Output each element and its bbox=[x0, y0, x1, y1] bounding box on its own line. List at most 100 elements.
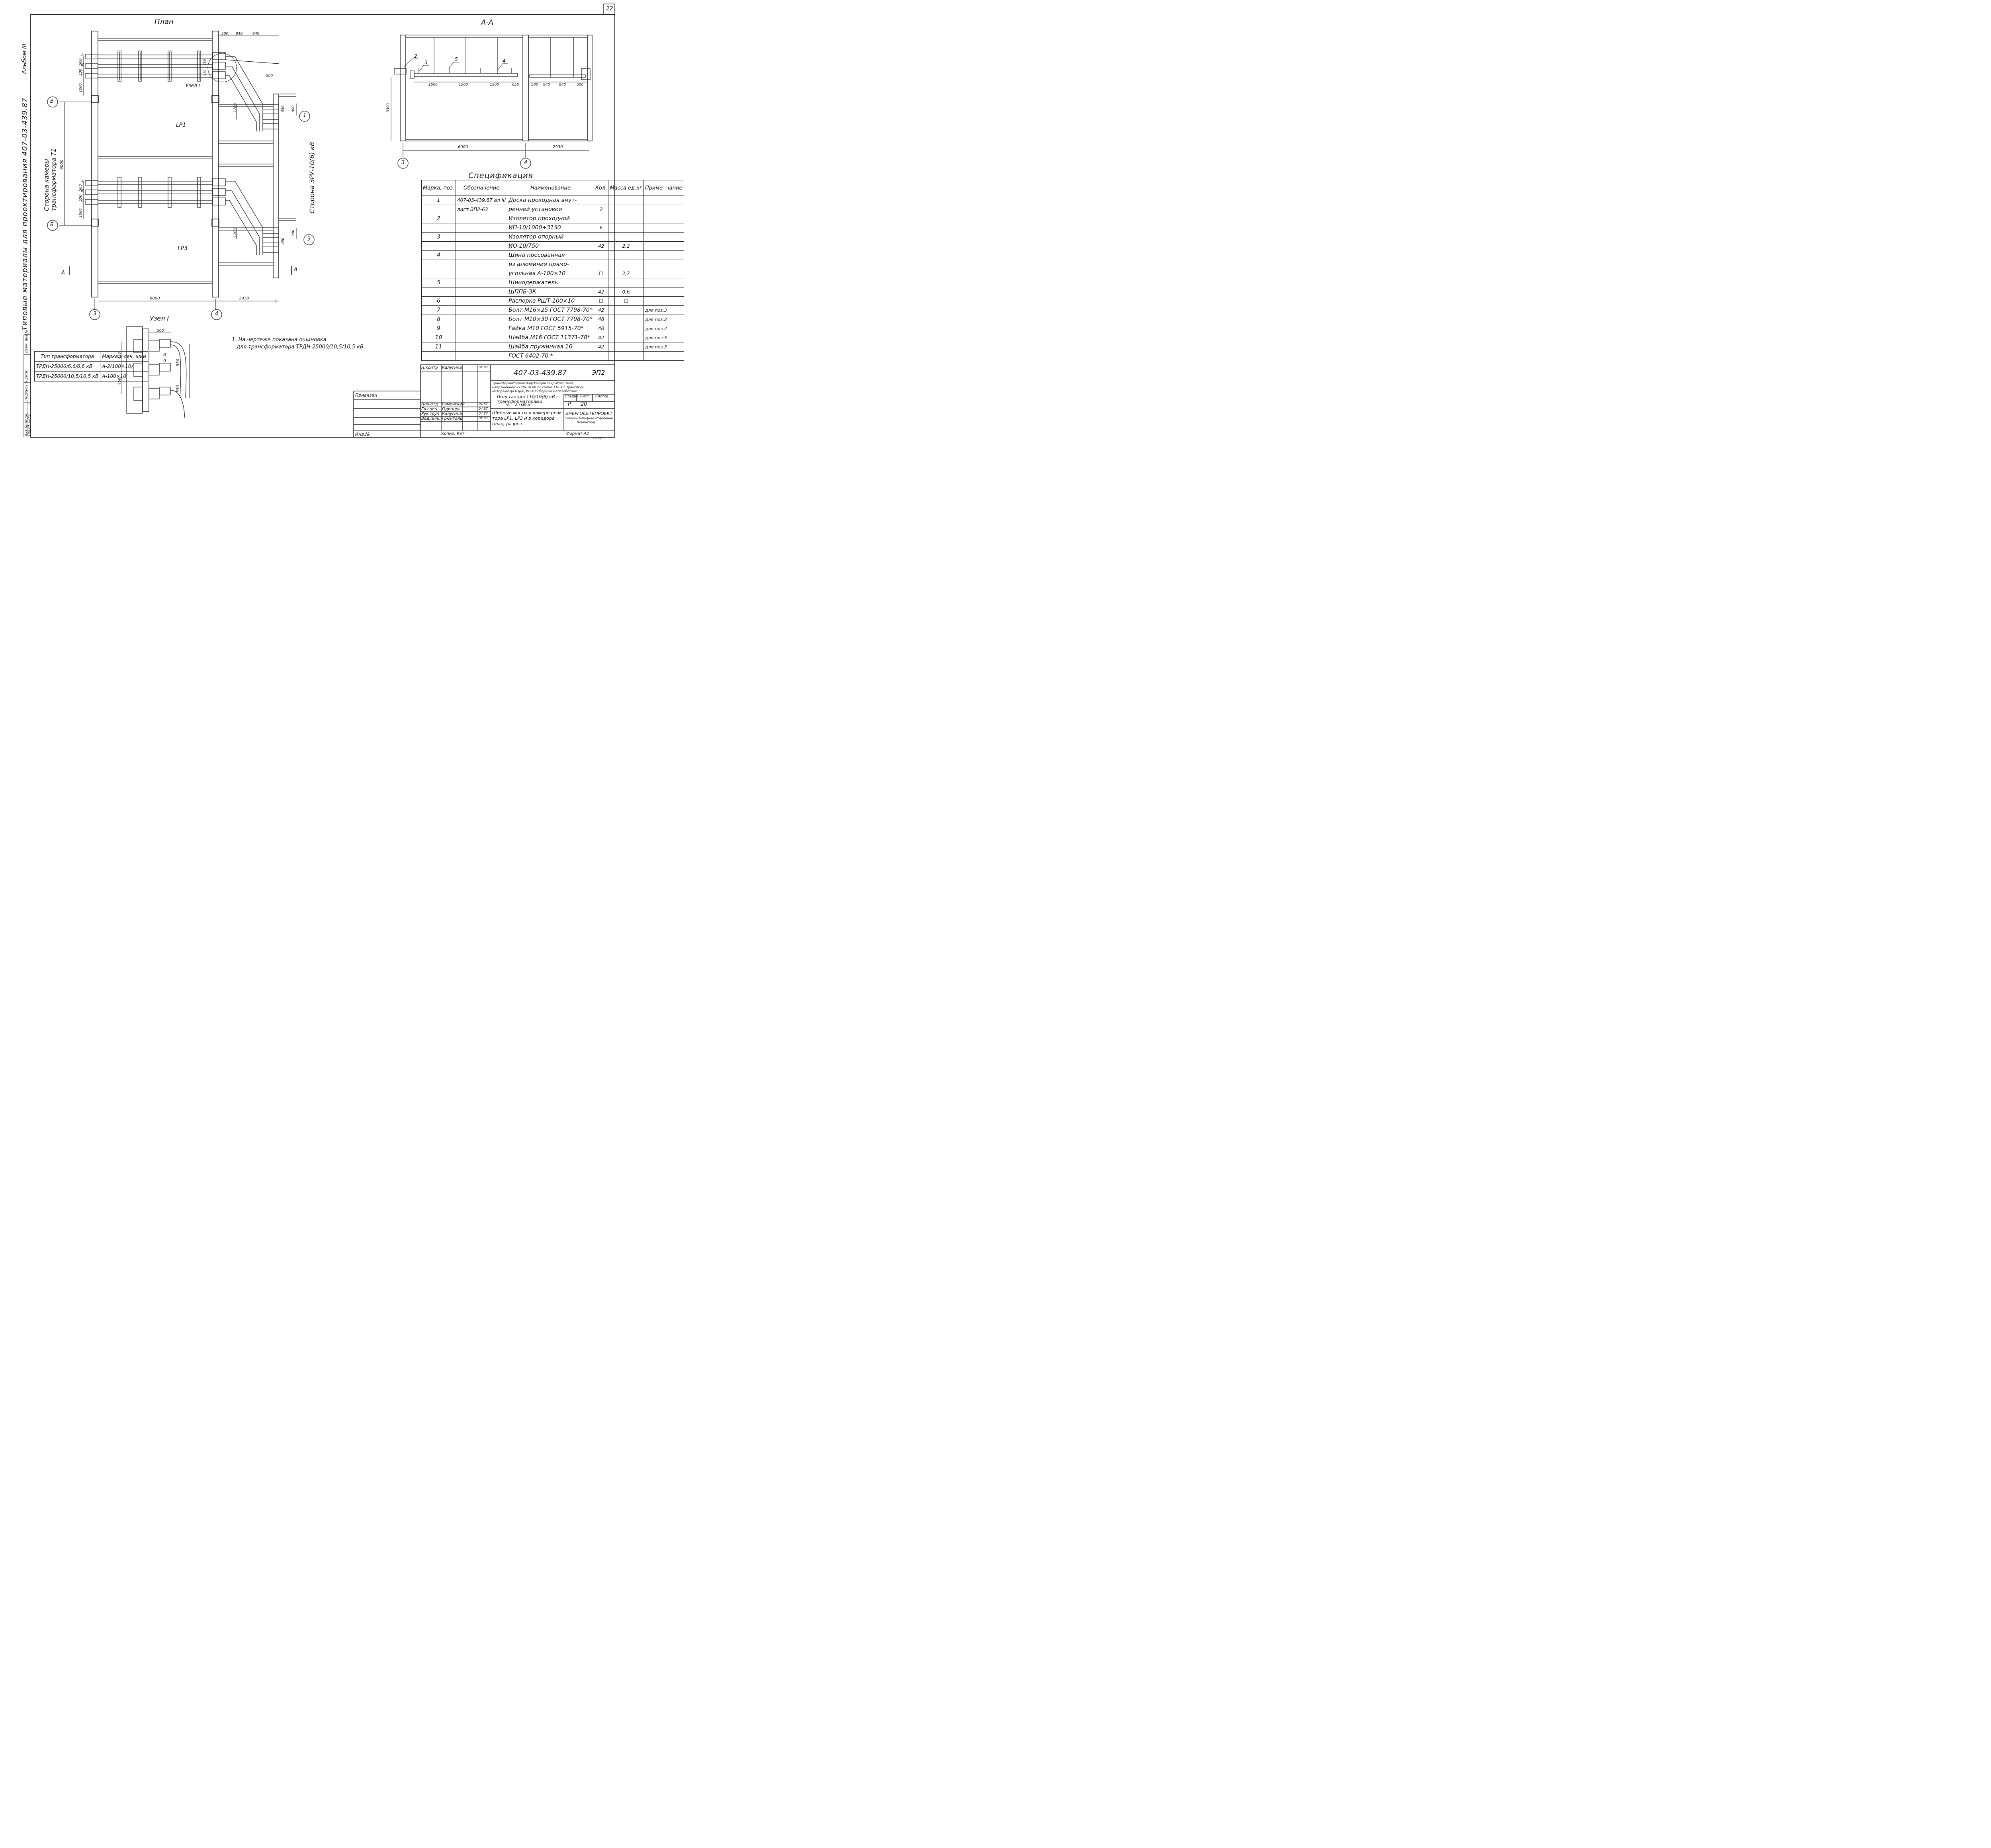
dim-node-550a: 550 bbox=[176, 358, 180, 366]
spec-cell-mass bbox=[608, 205, 644, 214]
spec-cell-mark: 9 bbox=[421, 324, 456, 333]
side-label: Типовые материалы для проектирования 407… bbox=[21, 97, 29, 330]
node-title: Узел I bbox=[150, 315, 169, 322]
stamp-role-name: Грюнталь bbox=[442, 417, 463, 421]
spec-cell-qty: 48 bbox=[593, 315, 609, 324]
spec-cell-qty bbox=[593, 278, 609, 287]
phase-a-upper: A bbox=[81, 53, 84, 57]
spec-cell-note bbox=[643, 241, 684, 251]
tr-row1-busbar: А-2(100×10) bbox=[100, 361, 148, 372]
spec-row: ГОСТ 6402-70 * bbox=[421, 351, 684, 361]
dim-plan-500-mid: 500 bbox=[266, 74, 273, 78]
section-wall-right bbox=[587, 35, 593, 141]
spec-cell-name: Шинодержатель bbox=[507, 278, 594, 287]
spec-cell-name: Распорка РШТ-100×10 bbox=[507, 296, 594, 306]
spec-cell-mark bbox=[421, 241, 456, 251]
spec-cell-mass bbox=[608, 333, 644, 342]
sheet-value: 20 bbox=[581, 401, 587, 407]
stamp-role-date: 04.87 bbox=[479, 412, 488, 415]
spec-cell-qty bbox=[593, 214, 609, 223]
axis-label-1: 1 bbox=[303, 113, 307, 119]
stamp-role-role: Гл.спец bbox=[421, 407, 438, 411]
spec-cell-note bbox=[643, 214, 684, 223]
dim-plan-top-840b: 840 bbox=[252, 32, 260, 36]
album-label: Альбом III bbox=[21, 43, 28, 74]
content-line-3: план, разрез. bbox=[492, 421, 523, 426]
object-line-2: трансформаторами bbox=[497, 399, 542, 404]
bus-bars-lower bbox=[85, 177, 279, 255]
spec-cell-qty bbox=[593, 250, 609, 260]
spec-cell-note: для поз.3 bbox=[643, 333, 684, 342]
tr-row1-type: ТРДН-25000/6,6/6,6 кВ bbox=[34, 361, 101, 372]
dim-plan-470: 470 bbox=[203, 69, 207, 76]
callout-pos-4: 4 bbox=[503, 58, 506, 64]
spec-cell-note bbox=[643, 196, 684, 205]
dim-sec-840a: 840 bbox=[543, 83, 550, 87]
spec-cell-note bbox=[643, 205, 684, 214]
stamp-role-name: Калугина bbox=[442, 412, 462, 416]
dim-sec-500a: 500 bbox=[531, 83, 538, 87]
note-line-1: 1. На чертеже показана ошиновка bbox=[232, 337, 327, 343]
spec-cell-name: Изолятор проходной bbox=[507, 214, 594, 223]
spec-cell-designation bbox=[456, 214, 508, 223]
dim-sec-3300: 3300 bbox=[386, 103, 390, 112]
stamp-role-date: 04.87 bbox=[479, 417, 488, 420]
spec-cell-name: Болт М16×25 ГОСТ 7798-70* bbox=[507, 305, 594, 315]
axis-1-circle bbox=[299, 111, 310, 122]
spec-cell-qty bbox=[593, 232, 609, 242]
dim-node-500: 500 bbox=[157, 329, 164, 333]
spec-cell-mass bbox=[608, 324, 644, 333]
spec-cell-designation bbox=[456, 333, 508, 342]
spec-cell-mass bbox=[608, 250, 644, 260]
stamp-podpis: Подпись и дата bbox=[25, 371, 29, 401]
node-callout-label: Узел I bbox=[186, 83, 200, 88]
spec-cell-name: Гайка М10 ГОСТ 5915-70* bbox=[507, 324, 594, 333]
spec-cell-name: Шина пресованная bbox=[507, 250, 594, 260]
room-lp1: LP1 bbox=[176, 122, 186, 128]
section-axis-label-3: 3 bbox=[401, 160, 405, 166]
dim-sec-6000: 6000 bbox=[458, 145, 468, 149]
dim-plan-top-500: 500 bbox=[221, 32, 229, 36]
spec-cell-mark: 6 bbox=[421, 296, 456, 306]
dim-plan-450a: 450 bbox=[281, 105, 285, 112]
side-label-switchgear: Сторона ЗРУ-10(6) кВ bbox=[308, 142, 316, 213]
spec-cell-designation bbox=[456, 260, 508, 269]
axis-b-circle bbox=[47, 96, 58, 108]
section-axis-4-circle bbox=[520, 158, 531, 169]
stamp-role-date: 04.87 bbox=[479, 402, 488, 406]
spec-cell-mass bbox=[608, 260, 644, 269]
section-title: А-А bbox=[481, 18, 494, 27]
spec-cell-designation bbox=[456, 269, 508, 278]
phase-a-lower: A bbox=[81, 180, 84, 184]
spec-cell-name: Болт М10×30 ГОСТ 7798-70* bbox=[507, 315, 594, 324]
dim-plan-900a: 900 bbox=[291, 105, 295, 112]
project-line-3: маторами до 63(80)МВ.А в сборном железоб… bbox=[492, 389, 577, 393]
spec-cell-qty: ☐ bbox=[593, 296, 609, 306]
spec-cell-mark: 3 bbox=[421, 232, 456, 242]
spec-header-mass: Масса ед.кг bbox=[608, 180, 644, 196]
spec-cell-designation bbox=[456, 287, 508, 297]
stamp-inv-number: 12922тм-Т3 bbox=[28, 414, 32, 436]
callout-pos-2: 2 bbox=[414, 53, 417, 59]
spec-header-mark: Марка, поз. bbox=[421, 180, 456, 196]
dim-node-550b: 550 bbox=[176, 385, 180, 393]
spec-cell-mark: 11 bbox=[421, 342, 456, 352]
spec-cell-qty: 2 bbox=[593, 205, 609, 214]
dim-sec-1500a: 1500 bbox=[428, 83, 438, 87]
sheet-code: ЭП2 bbox=[592, 369, 605, 376]
spec-cell-qty: 42 bbox=[593, 241, 609, 251]
content-line-1: Шинные мосты в камере реак- bbox=[492, 410, 563, 415]
project-line-1: Трансформаторная подстанция закрытого ти… bbox=[492, 381, 573, 385]
org-line-1: ЭНЕРГОСЕТЬПРОЕКТ bbox=[565, 411, 613, 416]
sheet-number: 22. bbox=[606, 6, 615, 12]
spec-cell-designation bbox=[456, 241, 508, 251]
spec-header-designation: Обозначение bbox=[456, 180, 508, 196]
spec-cell-name: Доска проходная внут- bbox=[507, 196, 594, 205]
phase-b-upper: B bbox=[81, 63, 84, 67]
spec-title: Спецификация bbox=[468, 171, 534, 180]
